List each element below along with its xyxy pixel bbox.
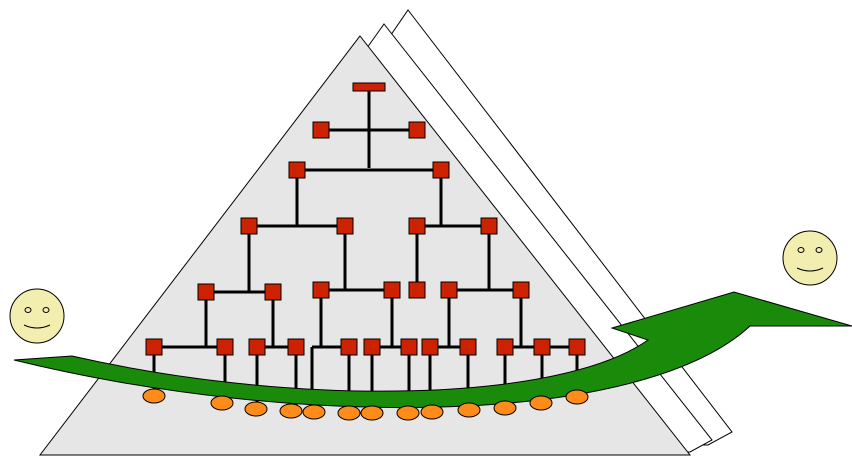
tree-node <box>340 338 358 356</box>
tree-node <box>512 281 530 299</box>
tree-node <box>248 338 266 356</box>
tree-node <box>408 281 426 299</box>
leaf-node <box>210 395 234 411</box>
tree-node <box>216 338 234 356</box>
leaf-node <box>529 395 553 411</box>
leaf-node <box>244 401 268 417</box>
tree-node <box>312 121 330 139</box>
tree-node <box>533 338 551 356</box>
tree-node <box>432 161 450 179</box>
tree-node <box>145 338 163 356</box>
tree-node <box>312 281 330 299</box>
leaf-node <box>360 405 384 421</box>
leaf-node <box>337 405 361 421</box>
leaf-node <box>420 404 444 420</box>
tree-node <box>288 161 306 179</box>
leaf-node <box>493 400 517 416</box>
tree-node <box>197 283 215 301</box>
tree-node <box>421 338 439 356</box>
tree-node <box>264 283 282 301</box>
root-node <box>352 82 386 92</box>
tree-node <box>240 217 258 235</box>
tree-node <box>568 338 586 356</box>
smiley-face-icon <box>9 288 65 344</box>
tree-node <box>408 217 426 235</box>
leaf-node <box>302 404 326 420</box>
tree-node <box>408 121 426 139</box>
tree-node <box>383 281 401 299</box>
leaf-node <box>565 389 589 405</box>
leaf-node <box>457 402 481 418</box>
tree-node <box>336 217 354 235</box>
tree-node <box>440 281 458 299</box>
leaf-node <box>142 388 166 404</box>
flow-arrow <box>13 291 852 408</box>
tree-node <box>400 338 418 356</box>
tree-node <box>496 338 514 356</box>
leaf-node <box>279 403 303 419</box>
smiley-face-icon <box>782 230 838 286</box>
hierarchy-nodes <box>145 82 586 356</box>
leaf-node <box>396 405 420 421</box>
pyramid-layer-front <box>38 35 692 456</box>
tree-node <box>363 338 381 356</box>
tree-node <box>459 338 477 356</box>
tree-node <box>287 338 305 356</box>
leaf-nodes <box>142 388 589 421</box>
tree-node <box>480 217 498 235</box>
